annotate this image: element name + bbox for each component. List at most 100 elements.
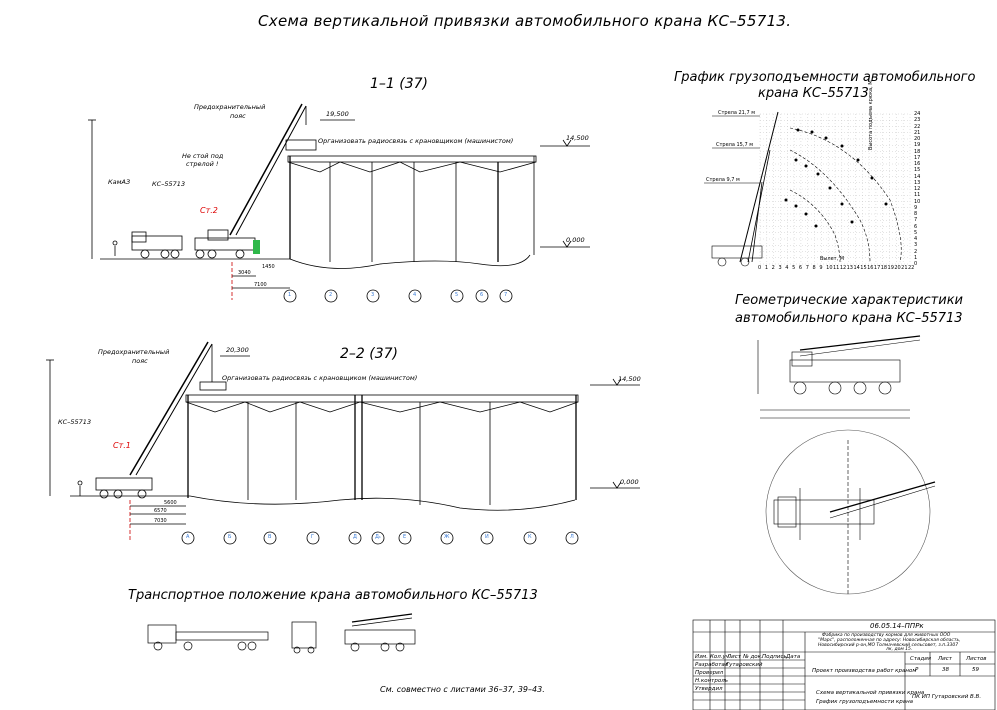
s2-axis-d1: Д₁ (375, 534, 381, 540)
load-chart-y-tick: 3 (914, 242, 918, 249)
s1-radio-note: Организовать радиосвязь с крановщиком (м… (318, 137, 514, 145)
s2-axis-b: Б (228, 534, 232, 540)
stamp-col-doc: № док. (743, 654, 763, 660)
section1-title: 1–1 (37) (370, 76, 429, 92)
stamp-sheet: 38 (942, 667, 949, 673)
stamp-role-dev: Разработал (695, 662, 729, 668)
stamp-object-3: Новосибирский р-он,МО Толмачевский сельс… (818, 643, 959, 648)
load-chart-x-tick: 16 (867, 265, 874, 271)
s1-dim-1450: 1450 (262, 264, 275, 270)
s1-axis-3: 3 (371, 292, 375, 298)
transport-title: Транспортное положение крана автомобильн… (128, 588, 538, 603)
load-chart-y-tick: 21 (914, 129, 921, 136)
geometry-title-1: Геометрические характеристики (735, 293, 964, 308)
s2-axis-e: Е (403, 534, 407, 540)
load-chart-y-tick: 22 (914, 123, 921, 130)
s2-dim-5600: 5600 (164, 500, 177, 506)
s2-station: Ст.1 (113, 441, 131, 450)
load-chart-x-tick: 11 (833, 265, 840, 271)
load-chart-y-tick: 9 (914, 204, 918, 211)
s1-axis-1: 1 (288, 292, 292, 298)
s1-elev-zero: 0,000 (566, 236, 585, 244)
s2-axis-l: Л (570, 534, 574, 540)
s1-guard-label-1: Предохранительный (194, 103, 266, 111)
s2-axis-g: Г (311, 534, 315, 540)
s1-nostand-label-2: стрелой ! (186, 160, 219, 168)
s2-axis-a: А (186, 534, 190, 540)
load-chart-x-tick: 3 (778, 265, 782, 271)
load-chart-xlabel: Вылет, М (820, 256, 845, 262)
stamp-col-date: Дата (786, 654, 801, 660)
s1-guard-label-2: пояс (230, 112, 246, 120)
s1-kamaz-label: КамАЗ (108, 178, 131, 186)
stamp-sheet-title-2: График грузоподъемности крана (816, 699, 914, 705)
load-chart-y-tick: 1 (914, 254, 918, 261)
s2-guard-label-1: Предохранительный (98, 348, 170, 356)
stamp-role-check: Проверил (695, 670, 724, 676)
load-chart-x-tick: 9 (819, 265, 823, 271)
load-chart-y-tick: 8 (914, 211, 918, 217)
boom-label-9: Стрела 9,7 м (706, 177, 740, 183)
stamp-object-4: лк, дом 15. (886, 647, 913, 652)
s2-axis-k: К (528, 534, 532, 540)
s1-crane-label: КС–55713 (152, 180, 186, 188)
s1-axis-5: 5 (455, 292, 459, 298)
load-chart-x-tick: 5 (792, 265, 796, 271)
stamp-code: 06.05.14–ППРк (870, 622, 924, 630)
load-chart-x-tick: 17 (873, 265, 881, 271)
load-chart-x-tick: 1 (764, 265, 768, 271)
load-chart-y-tick: 18 (914, 148, 921, 155)
load-chart-x-tick: 7 (805, 265, 809, 271)
note-text: См. совместно с листами 36–37, 39–43. (380, 685, 545, 694)
s1-nostand-label-1: Не стой под (182, 152, 224, 160)
load-chart-title-2: крана КС–55713 (758, 86, 869, 101)
section2-title: 2–2 (37) (340, 346, 399, 362)
load-chart-x-tick: 22 (908, 265, 915, 271)
s1-dim-7100: 7100 (254, 282, 267, 288)
load-chart-x-tick: 14 (853, 265, 860, 271)
load-chart-y-tick: 0 (914, 261, 918, 267)
s2-axis-i: И (485, 534, 489, 540)
s1-station: Ст.2 (200, 206, 218, 215)
s2-radio-note: Организовать радиосвязь с крановщиком (м… (222, 374, 418, 382)
load-chart-title-1: График грузоподъемности автомобильного (674, 70, 976, 85)
stamp-col-izm: Изм. (695, 654, 708, 660)
boom-label-21: Стрела 21,7 м (718, 110, 755, 116)
load-chart-y-tick: 17 (914, 154, 921, 161)
load-chart-y-tick: 11 (914, 192, 921, 199)
s1-elev-top: 19,500 (326, 110, 349, 118)
load-chart-x-tick: 8 (812, 265, 816, 271)
stamp-project: Проект производства работ краном (812, 668, 917, 674)
load-chart-x-tick: 0 (758, 265, 762, 271)
load-chart-x-tick: 4 (785, 265, 789, 271)
s2-dim-6570: 6570 (154, 508, 167, 514)
stamp-col-sign: Подпись (762, 654, 787, 660)
load-chart-x-tick: 6 (798, 265, 803, 271)
load-chart-x-tick: 18 (880, 265, 888, 271)
load-chart-y-tick: 23 (914, 117, 921, 124)
load-chart-y-tick: 19 (914, 142, 921, 149)
s1-elev-roof: 14,500 (566, 134, 589, 142)
s2-axis-zh: Ж (444, 534, 450, 540)
s2-crane-label: КС–55713 (58, 418, 92, 426)
load-chart-x-tick: 2 (771, 265, 775, 271)
load-chart-y-tick: 16 (914, 161, 921, 167)
s2-axis-v: В (268, 534, 272, 540)
load-chart-x-tick: 10 (826, 265, 833, 271)
s2-axis-d: Д (353, 534, 357, 540)
stamp-col-list: Лист (727, 654, 741, 660)
boom-label-15: Стрела 15,7 м (716, 142, 753, 148)
s2-elev-top: 20,300 (226, 346, 249, 354)
load-chart-x-tick: 21 (901, 265, 908, 271)
s2-dim-7030: 7030 (154, 518, 167, 524)
load-chart-y-tick: 20 (914, 136, 921, 142)
stamp-sheets: 59 (972, 667, 979, 673)
load-chart-x-tick: 19 (887, 265, 894, 271)
load-chart-y-tick: 13 (914, 179, 921, 186)
geometry-title-2: автомобильного крана КС–55713 (735, 311, 963, 326)
